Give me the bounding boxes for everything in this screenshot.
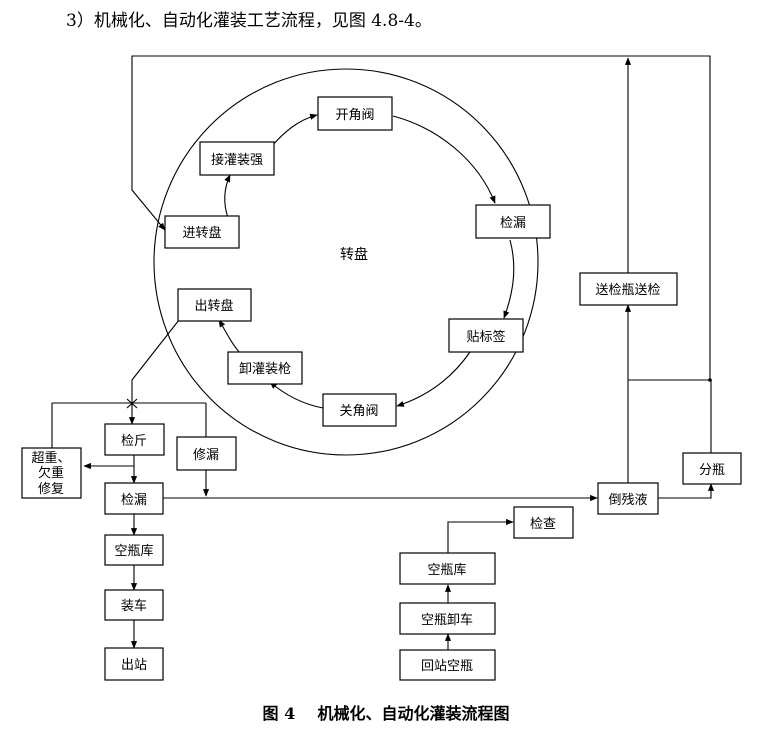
svg-text:修复: 修复 [38, 482, 64, 497]
svg-text:回站空瓶: 回站空瓶 [421, 659, 473, 674]
node-jinzhuanpan: 进转盘 [164, 215, 240, 249]
svg-text:检漏: 检漏 [500, 215, 526, 231]
node-daocanye: 倒残液 [597, 482, 659, 515]
svg-text:送检瓶送检: 送检瓶送检 [595, 283, 660, 298]
node-kongpingku-left: 空瓶库 [104, 534, 164, 566]
svg-text:关角阀: 关角阀 [339, 404, 378, 419]
node-jieguanzhuangqiang: 接灌装强 [199, 141, 275, 176]
svg-text:开角阀: 开角阀 [335, 108, 374, 123]
node-chaozhong: 超重、 欠重 修复 [21, 447, 82, 499]
arrow-jin-to-jie [224, 174, 231, 219]
node-songjian: 送检瓶送检 [579, 272, 678, 306]
svg-text:修漏: 修漏 [193, 447, 219, 463]
svg-text:出站: 出站 [121, 658, 147, 673]
arrow-guan-to-xie [269, 381, 324, 409]
arrow-jie-to-kai [269, 113, 318, 149]
node-xiulou: 修漏 [176, 436, 237, 471]
svg-text:空瓶库: 空瓶库 [114, 543, 153, 559]
svg-text:进转盘: 进转盘 [182, 225, 221, 241]
node-huizhankongping: 回站空瓶 [399, 649, 496, 681]
node-jiancha: 检查 [513, 506, 574, 539]
svg-text:超重、: 超重、 [31, 450, 70, 466]
svg-text:装车: 装车 [121, 598, 147, 614]
node-chuzhuanpan: 出转盘 [177, 288, 252, 322]
svg-text:出转盘: 出转盘 [194, 298, 233, 314]
turntable-label: 转盘 [340, 246, 368, 263]
node-guanjiaofa: 关角阀 [322, 393, 397, 427]
node-tiebiaoqian: 贴标签 [448, 318, 524, 353]
figure-caption: 图 4 机械化、自动化灌装流程图 [262, 704, 510, 723]
node-kongpingxieche: 空瓶卸车 [399, 602, 496, 635]
svg-text:空瓶卸车: 空瓶卸车 [421, 612, 473, 628]
svg-text:倒残液: 倒残液 [608, 493, 647, 508]
arrow-tie-to-guan [396, 351, 471, 407]
node-jianlou-ring: 检漏 [475, 204, 551, 239]
node-xieguanzhuangqiang: 卸灌装枪 [227, 351, 303, 385]
svg-text:空瓶库: 空瓶库 [427, 562, 466, 578]
svg-text:接灌装强: 接灌装强 [211, 152, 263, 168]
svg-text:检查: 检查 [530, 517, 556, 532]
svg-text:分瓶: 分瓶 [699, 463, 725, 478]
node-kongpingku-right: 空瓶库 [399, 552, 496, 585]
node-zhuangche: 装车 [104, 589, 164, 621]
node-jianlou: 检漏 [104, 482, 164, 515]
arrow-kai-to-jianlou [392, 115, 496, 204]
node-fenping: 分瓶 [682, 452, 742, 485]
svg-text:检漏: 检漏 [121, 492, 147, 508]
turntable-circle [153, 68, 539, 456]
connectors [51, 55, 715, 650]
section-heading: 3）机械化、自动化灌装工艺流程，见图 4.8-4。 [66, 11, 432, 31]
svg-text:贴标签: 贴标签 [466, 329, 505, 345]
arrow-xie-to-chu [218, 319, 241, 354]
svg-text:检斤: 检斤 [121, 434, 147, 449]
svg-text:欠重: 欠重 [38, 465, 64, 481]
return-loop-line [131, 55, 711, 380]
svg-text:卸灌装枪: 卸灌装枪 [239, 361, 291, 377]
arrow-jianlou-to-tie [503, 239, 515, 319]
node-chuzhan: 出站 [104, 647, 164, 681]
node-kaijiaofa: 开角阀 [317, 96, 393, 131]
node-jianjin: 检斤 [104, 423, 165, 456]
